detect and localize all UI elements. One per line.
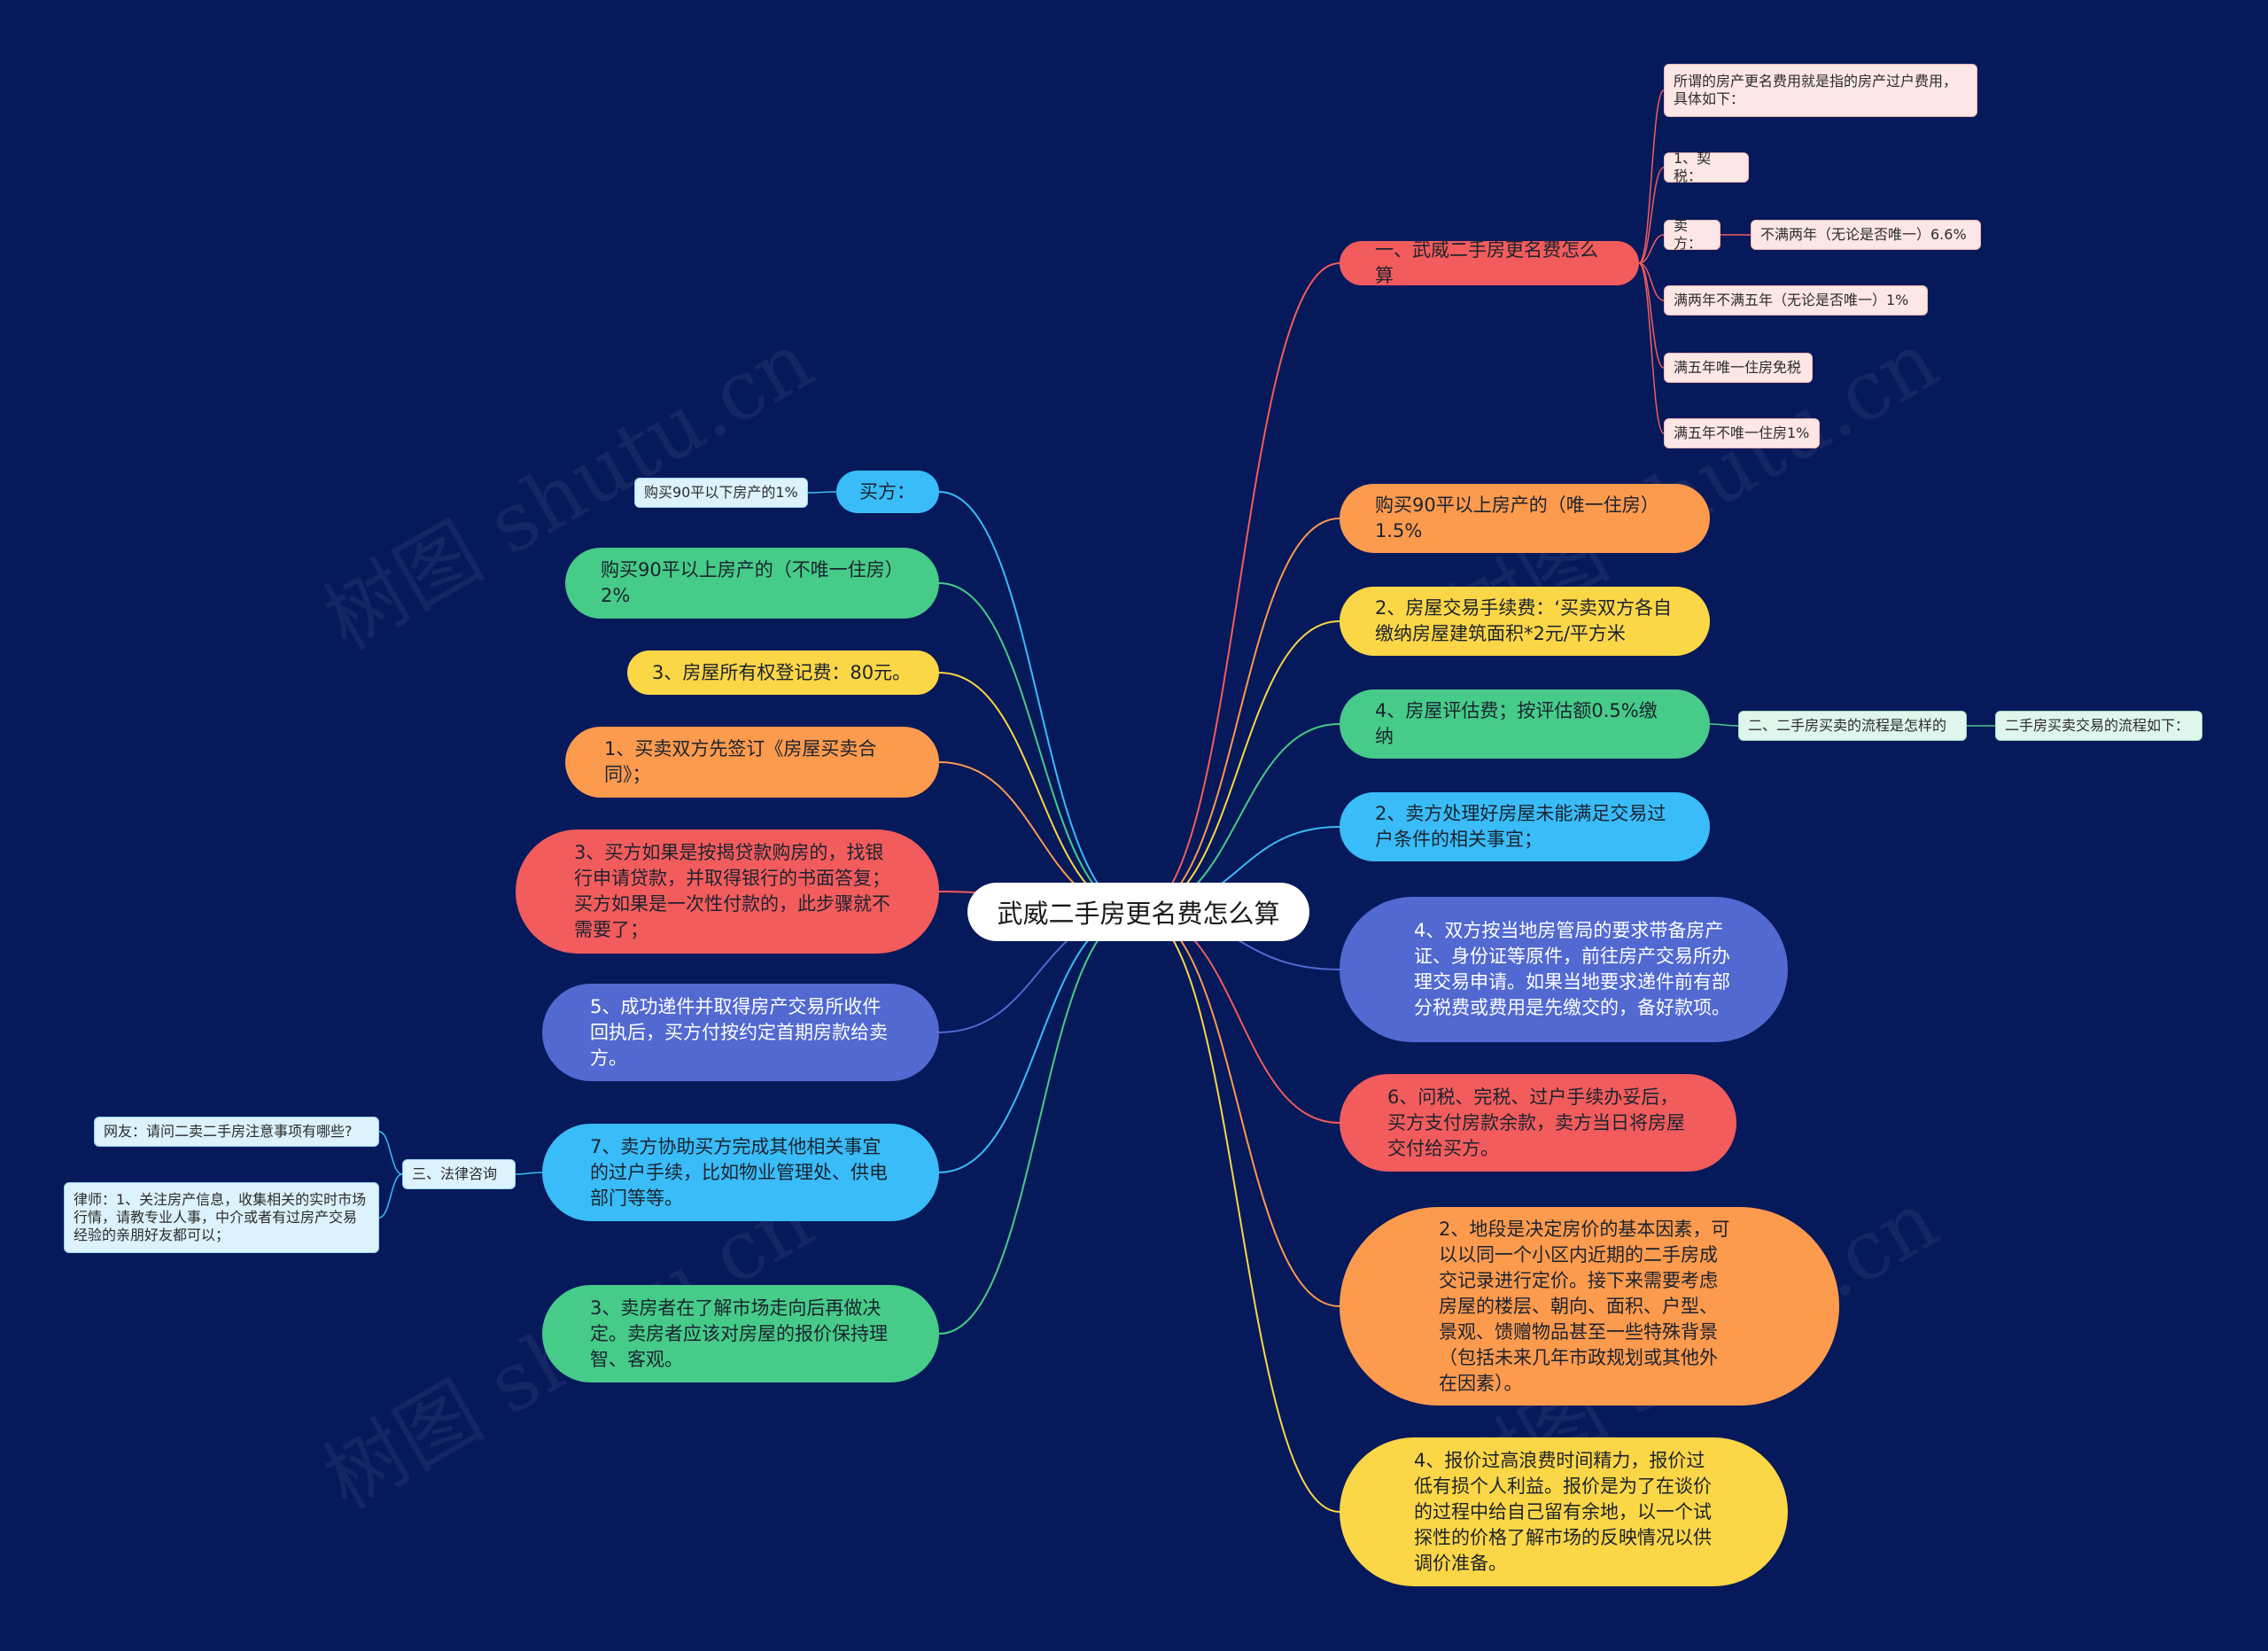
leaf-deed-tax[interactable]: 1、契税： <box>1664 150 1749 184</box>
leaf-five-years-not-unique[interactable]: 满五年不唯一住房1% <box>1664 418 1820 448</box>
topic-market-decision[interactable]: 3、卖房者在了解市场走向后再做决定。卖房者应该对房屋的报价保持理智、客观。 <box>542 1285 939 1382</box>
branch-line <box>1138 911 1340 1307</box>
leaf-line <box>1638 90 1665 264</box>
leaf-buyer-under-90[interactable]: 购买90平以下房产的1% <box>634 478 808 508</box>
branch-line <box>938 911 1139 1335</box>
topic-transaction-fee[interactable]: 2、房屋交易手续费：‘买卖双方各自缴纳房屋建筑面积*2元/平方米 <box>1340 587 1710 656</box>
branch-line <box>938 491 1139 913</box>
leaf-line <box>1709 723 1739 727</box>
leaf-process-answer[interactable]: 二手房买卖交易的流程如下： <box>1995 711 2202 741</box>
leaf-five-years-unique[interactable]: 满五年唯一住房免税 <box>1664 353 1813 383</box>
topic-seller-conditions[interactable]: 2、卖方处理好房屋未能满足交易过户条件的相关事宜； <box>1340 792 1710 861</box>
topic-submit-application[interactable]: 4、双方按当地房管局的要求带备房产证、身份证等原件，前往房产交易所办理交易申请。… <box>1340 897 1788 1042</box>
branch-line <box>1138 911 1340 1124</box>
branch-line <box>1138 262 1340 913</box>
branch-line <box>938 582 1139 913</box>
branch-line <box>1138 518 1340 913</box>
leaf-line <box>378 1131 403 1175</box>
topic-buyer[interactable]: 买方： <box>836 471 939 513</box>
leaf-under-two-years[interactable]: 不满两年（无论是否唯一）6.6% <box>1751 220 1981 250</box>
leaf-legal-consult[interactable]: 三、法律咨询 <box>402 1159 516 1189</box>
leaf-line <box>1638 262 1665 301</box>
leaf-legal-question[interactable]: 网友：请问二卖二手房注意事项有哪些? <box>94 1117 379 1147</box>
topic-registration-fee[interactable]: 3、房屋所有权登记费：80元。 <box>627 650 939 695</box>
leaf-line <box>1638 167 1665 264</box>
leaf-line <box>807 491 837 494</box>
topic-location-pricing[interactable]: 2、地段是决定房价的基本因素，可以以同一个小区内近期的二手房成交记录进行定价。接… <box>1340 1207 1839 1406</box>
topic-sign-contract[interactable]: 1、买卖双方先签订《房屋买卖合同》； <box>565 727 939 798</box>
topic-fee-calculation[interactable]: 一、武威二手房更名费怎么算 <box>1340 239 1639 286</box>
leaf-line <box>1638 262 1665 434</box>
leaf-legal-answer[interactable]: 律师：1、关注房产信息，收集相关的实时市场行情，请教专业人事，中介或者有过房产交… <box>64 1182 379 1253</box>
leaf-seller[interactable]: 卖方： <box>1664 217 1720 252</box>
leaf-process-question[interactable]: 二、二手房买卖的流程是怎样的 <box>1738 711 1967 741</box>
topic-down-payment[interactable]: 5、成功递件并取得房产交易所收件回执后，买方付按约定首期房款给卖方。 <box>542 984 939 1081</box>
topic-non-unique-home-rate[interactable]: 购买90平以上房产的（不唯一住房）2% <box>565 548 939 619</box>
leaf-line <box>515 1172 543 1175</box>
topic-pricing-strategy[interactable]: 4、报价过高浪费时间精力，报价过低有损个人利益。报价是为了在谈价的过程中给自己留… <box>1340 1437 1788 1586</box>
topic-other-transfers[interactable]: 7、卖方协助买方完成其他相关事宜的过户手续，比如物业管理处、供电部门等等。 <box>542 1124 939 1221</box>
leaf-line <box>1638 262 1665 369</box>
leaf-line <box>378 1173 403 1219</box>
topic-tax-and-handover[interactable]: 6、问税、完税、过户手续办妥后，买方支付房款余款，卖方当日将房屋交付给买方。 <box>1340 1074 1736 1172</box>
leaf-two-to-five-years[interactable]: 满两年不满五年（无论是否唯一）1% <box>1664 285 1928 315</box>
branch-line <box>938 672 1139 913</box>
leaf-fee-intro[interactable]: 所谓的房产更名费用就是指的房产过户费用，具体如下： <box>1664 64 1977 117</box>
leaf-line <box>1638 234 1665 264</box>
root-topic[interactable]: 武威二手房更名费怎么算 <box>967 883 1309 941</box>
topic-bank-loan[interactable]: 3、买方如果是按揭贷款购房的，找银行申请贷款，并取得银行的书面答复； 买方如果是… <box>516 829 939 954</box>
branch-line <box>1138 911 1340 1513</box>
branch-line <box>938 911 1139 1173</box>
topic-unique-home-rate[interactable]: 购买90平以上房产的（唯一住房）1.5% <box>1340 484 1710 553</box>
topic-appraisal-fee[interactable]: 4、房屋评估费；按评估额0.5%缴纳 <box>1340 689 1710 759</box>
